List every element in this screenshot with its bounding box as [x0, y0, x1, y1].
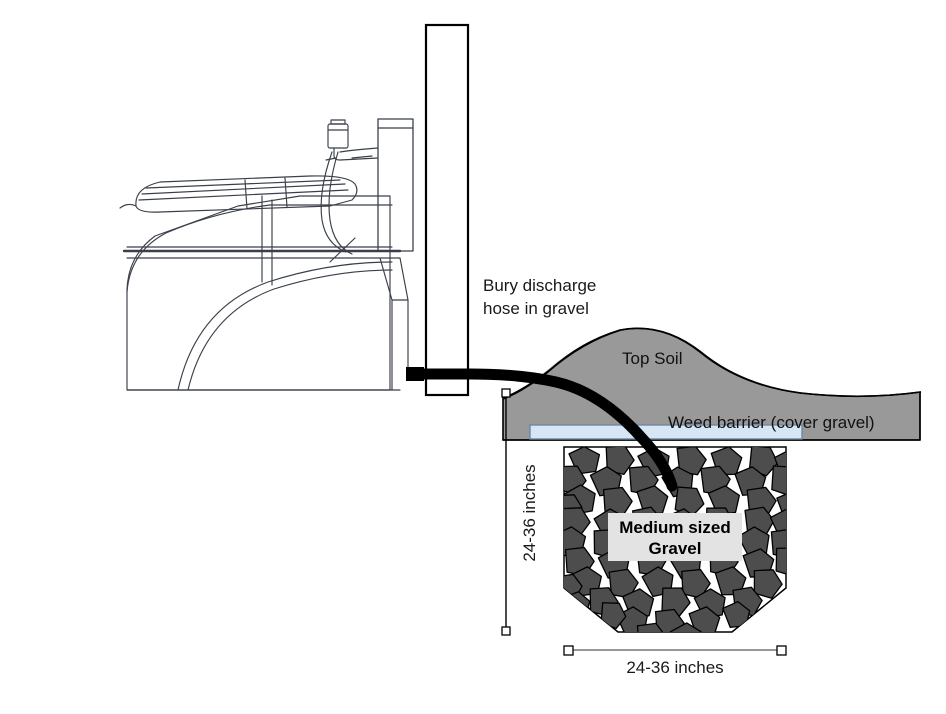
- wall: [424, 23, 470, 397]
- toilet-seat-line-1: [138, 189, 349, 201]
- soil-top-outline: [502, 327, 922, 400]
- gravel-label-box: [608, 513, 742, 561]
- toilet-handle: [351, 155, 373, 159]
- width-dimension-marker-left: [563, 645, 574, 656]
- depth-dimension: 24-36 inches: [501, 388, 539, 636]
- width-dimension: 24-36 inches: [563, 645, 787, 677]
- toilet-seat-div-1: [244, 179, 248, 210]
- depth-dimension-marker-bottom: [501, 626, 511, 636]
- depth-dimension-label: 24-36 inches: [520, 464, 539, 561]
- vent-hose-clamp: [325, 157, 337, 161]
- composting-toilet-illustration: [119, 118, 414, 391]
- bury-hose-label-line2: hose in gravel: [483, 299, 589, 318]
- discharge-hose: [412, 368, 678, 492]
- top-soil-label: Top Soil: [622, 349, 682, 368]
- toilet-seat-line-2: [141, 183, 346, 195]
- vent-pipe-upper-2: [339, 147, 379, 153]
- vent-hose-curve-2: [328, 151, 353, 255]
- soil-top-highlight: [502, 324, 922, 397]
- toilet-seat-lid: [135, 175, 358, 213]
- depth-dimension-marker-top: [501, 388, 511, 398]
- vent-hose-curve: [320, 151, 347, 253]
- weed-barrier-bar: [529, 424, 803, 440]
- width-dimension-marker-right: [776, 645, 787, 656]
- toilet-seat-hinge: [119, 203, 137, 209]
- toilet-seat-div-2: [284, 177, 288, 208]
- weed-barrier-label: Weed barrier (cover gravel): [668, 413, 875, 432]
- toilet-seat-line-3: [145, 179, 341, 189]
- width-dimension-label: 24-36 inches: [626, 658, 723, 677]
- bury-hose-label-line1: Bury discharge: [483, 276, 596, 295]
- gravel-label-line1: Medium sized: [619, 518, 730, 537]
- toilet-bowl-sweep: [177, 261, 393, 391]
- vent-fan-top: [330, 119, 346, 125]
- gravel-label-line2: Gravel: [649, 539, 702, 558]
- toilet-bowl-sweep-2: [187, 269, 393, 391]
